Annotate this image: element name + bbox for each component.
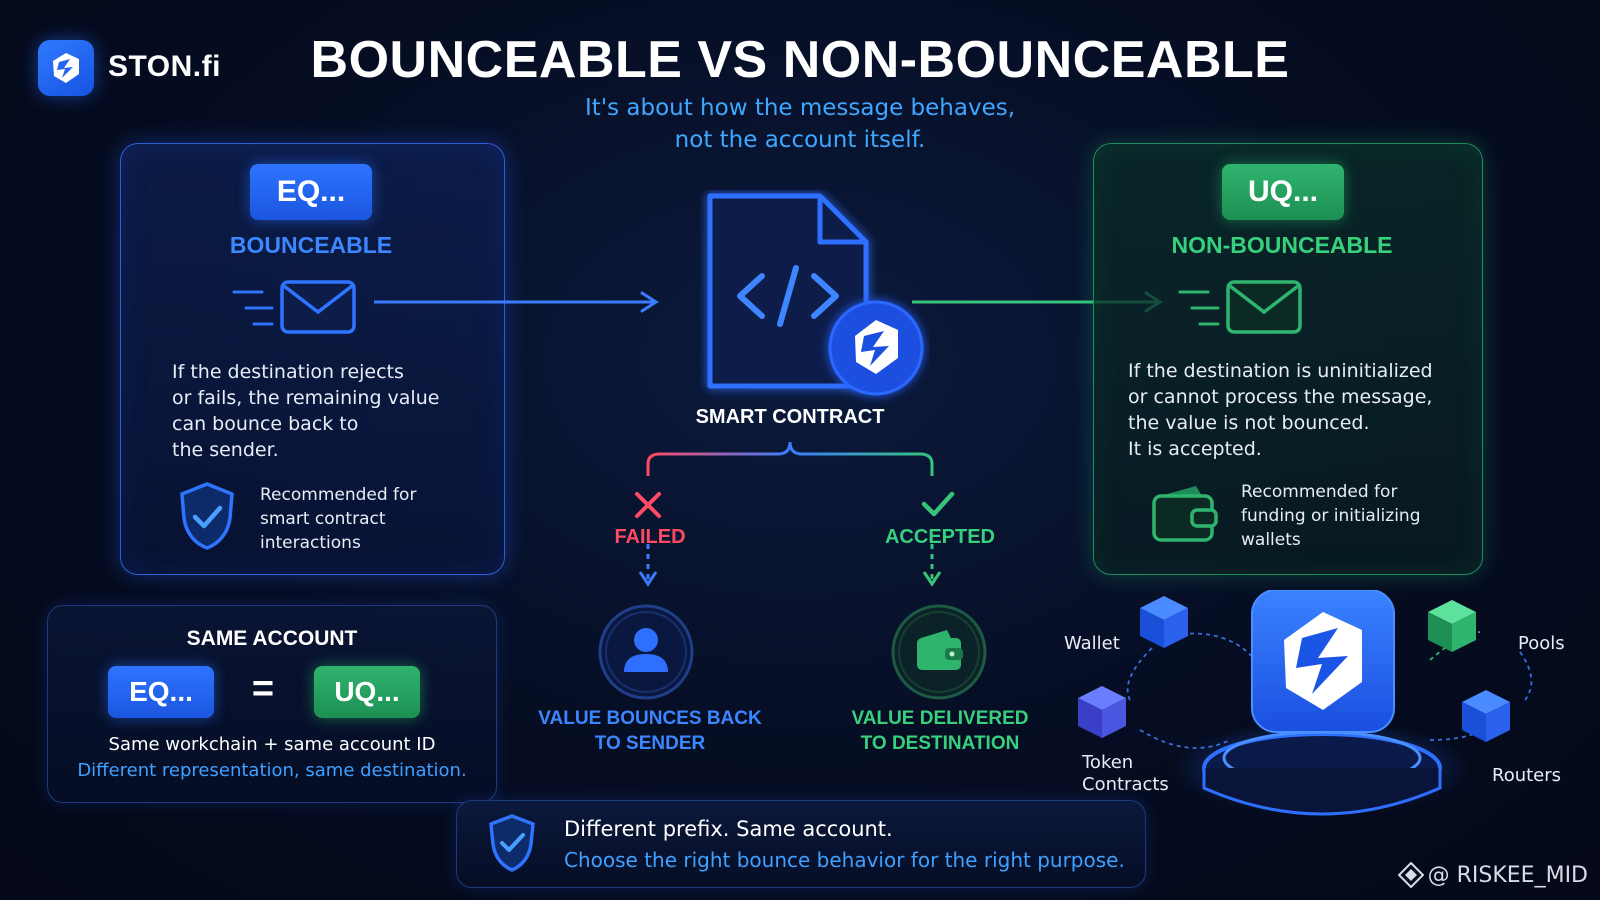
smart-contract-label: SMART CONTRACT (695, 406, 885, 428)
routers-cube-icon (1462, 690, 1510, 742)
brand-name: STON.fi (108, 50, 221, 83)
branch-connectors (638, 441, 942, 587)
failed-x-icon (635, 492, 661, 518)
non-bounceable-description: If the destination is uninitialized or c… (1128, 360, 1433, 460)
bounceable-description: If the destination rejects or fails, the… (172, 361, 440, 461)
accepted-result-text: VALUE DELIVERED TO DESTINATION (851, 708, 1029, 754)
non-bounceable-label: NON-BOUNCEABLE (1171, 232, 1393, 258)
failed-label: FAILED (614, 526, 686, 548)
token-contracts-cube-icon (1078, 686, 1126, 738)
smart-contract-document-icon (707, 193, 924, 396)
bounceable-label: BOUNCEABLE (229, 232, 393, 258)
banner-shield-check-icon (489, 814, 535, 872)
banner-line2: Choose the right bounce behavior for the… (564, 848, 1125, 872)
brand-logo (38, 40, 94, 96)
same-account-uq-badge: UQ... (314, 666, 420, 718)
watermark-diamond-icon (1397, 862, 1424, 888)
watermark: @ RISKEE_MID (1397, 862, 1588, 888)
same-account-title: SAME ACCOUNT (186, 627, 358, 650)
page-title: BOUNCEABLE VS NON-BOUNCEABLE (310, 31, 1290, 89)
bottom-banner (456, 800, 1146, 888)
equals-sign: = (251, 668, 275, 710)
eq-prefix-badge: EQ... (250, 164, 372, 220)
banner-line1: Different prefix. Same account. (564, 817, 893, 841)
bounceable-recommendation: Recommended for smart contract interacti… (260, 485, 417, 553)
sender-user-icon (598, 604, 694, 700)
envelope-green-icon (1178, 280, 1302, 334)
node-pools-label: Pools (1518, 633, 1565, 654)
accepted-label: ACCEPTED (884, 526, 995, 548)
ston-logo-icon (53, 53, 79, 83)
page-subtitle: It's about how the message behaves, not … (584, 95, 1016, 153)
node-token-contracts-label: Token Contracts (1082, 752, 1169, 795)
failed-result-text: VALUE BOUNCES BACK TO SENDER (538, 708, 762, 754)
ecosystem-diagram (1078, 590, 1533, 816)
destination-wallet-icon (891, 604, 987, 700)
uq-prefix-badge: UQ... (1222, 164, 1344, 220)
same-account-line2: Different representation, same destinati… (77, 760, 467, 781)
node-wallet-label: Wallet (1064, 633, 1120, 654)
same-account-eq-badge: EQ... (108, 666, 214, 718)
pools-cube-icon (1428, 600, 1476, 652)
accepted-check-icon (921, 491, 955, 517)
wallet-icon (1152, 486, 1218, 542)
non-bounceable-recommendation: Recommended for funding or initializing … (1241, 482, 1421, 550)
wallet-cube-icon (1140, 596, 1188, 648)
arrow-bounceable-to-contract (374, 291, 659, 313)
same-account-line1: Same workchain + same account ID (108, 734, 436, 755)
node-routers-label: Routers (1492, 765, 1562, 786)
envelope-icon (232, 280, 356, 334)
shield-check-icon (180, 482, 234, 550)
